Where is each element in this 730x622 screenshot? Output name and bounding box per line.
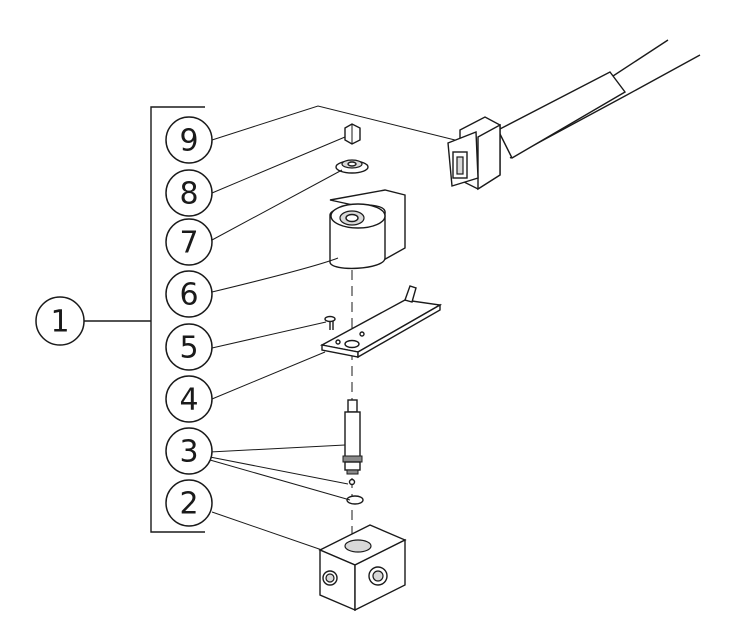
callout-9-label: 9 bbox=[179, 124, 198, 159]
washer bbox=[335, 159, 369, 174]
cable-connector bbox=[447, 39, 701, 191]
callout-4-label: 4 bbox=[179, 383, 198, 418]
callout-8: 8 bbox=[165, 169, 213, 217]
callout-4: 4 bbox=[165, 375, 213, 423]
valve-body bbox=[318, 524, 407, 612]
callout-1-label: 1 bbox=[50, 305, 69, 340]
nut bbox=[344, 123, 361, 145]
callout-3-label: 3 bbox=[179, 435, 198, 470]
callout-6-label: 6 bbox=[179, 278, 198, 313]
solenoid-coil bbox=[329, 189, 406, 270]
callout-9: 9 bbox=[165, 116, 213, 164]
callout-2: 2 bbox=[165, 479, 213, 527]
callout-7-label: 7 bbox=[179, 226, 198, 261]
valve-stem bbox=[342, 399, 363, 486]
assembly-bracket bbox=[84, 106, 205, 533]
callout-3: 3 bbox=[165, 427, 213, 475]
callout-6: 6 bbox=[165, 270, 213, 318]
callout-1: 1 bbox=[35, 296, 85, 346]
callout-7: 7 bbox=[165, 218, 213, 266]
callout-8-label: 8 bbox=[179, 177, 198, 212]
callout-5: 5 bbox=[165, 323, 213, 371]
callout-5-label: 5 bbox=[179, 331, 198, 366]
callout-2-label: 2 bbox=[179, 487, 198, 522]
leader-lines bbox=[209, 105, 456, 551]
mounting-bracket bbox=[319, 285, 443, 359]
o-ring bbox=[346, 495, 364, 505]
screw bbox=[324, 315, 336, 330]
